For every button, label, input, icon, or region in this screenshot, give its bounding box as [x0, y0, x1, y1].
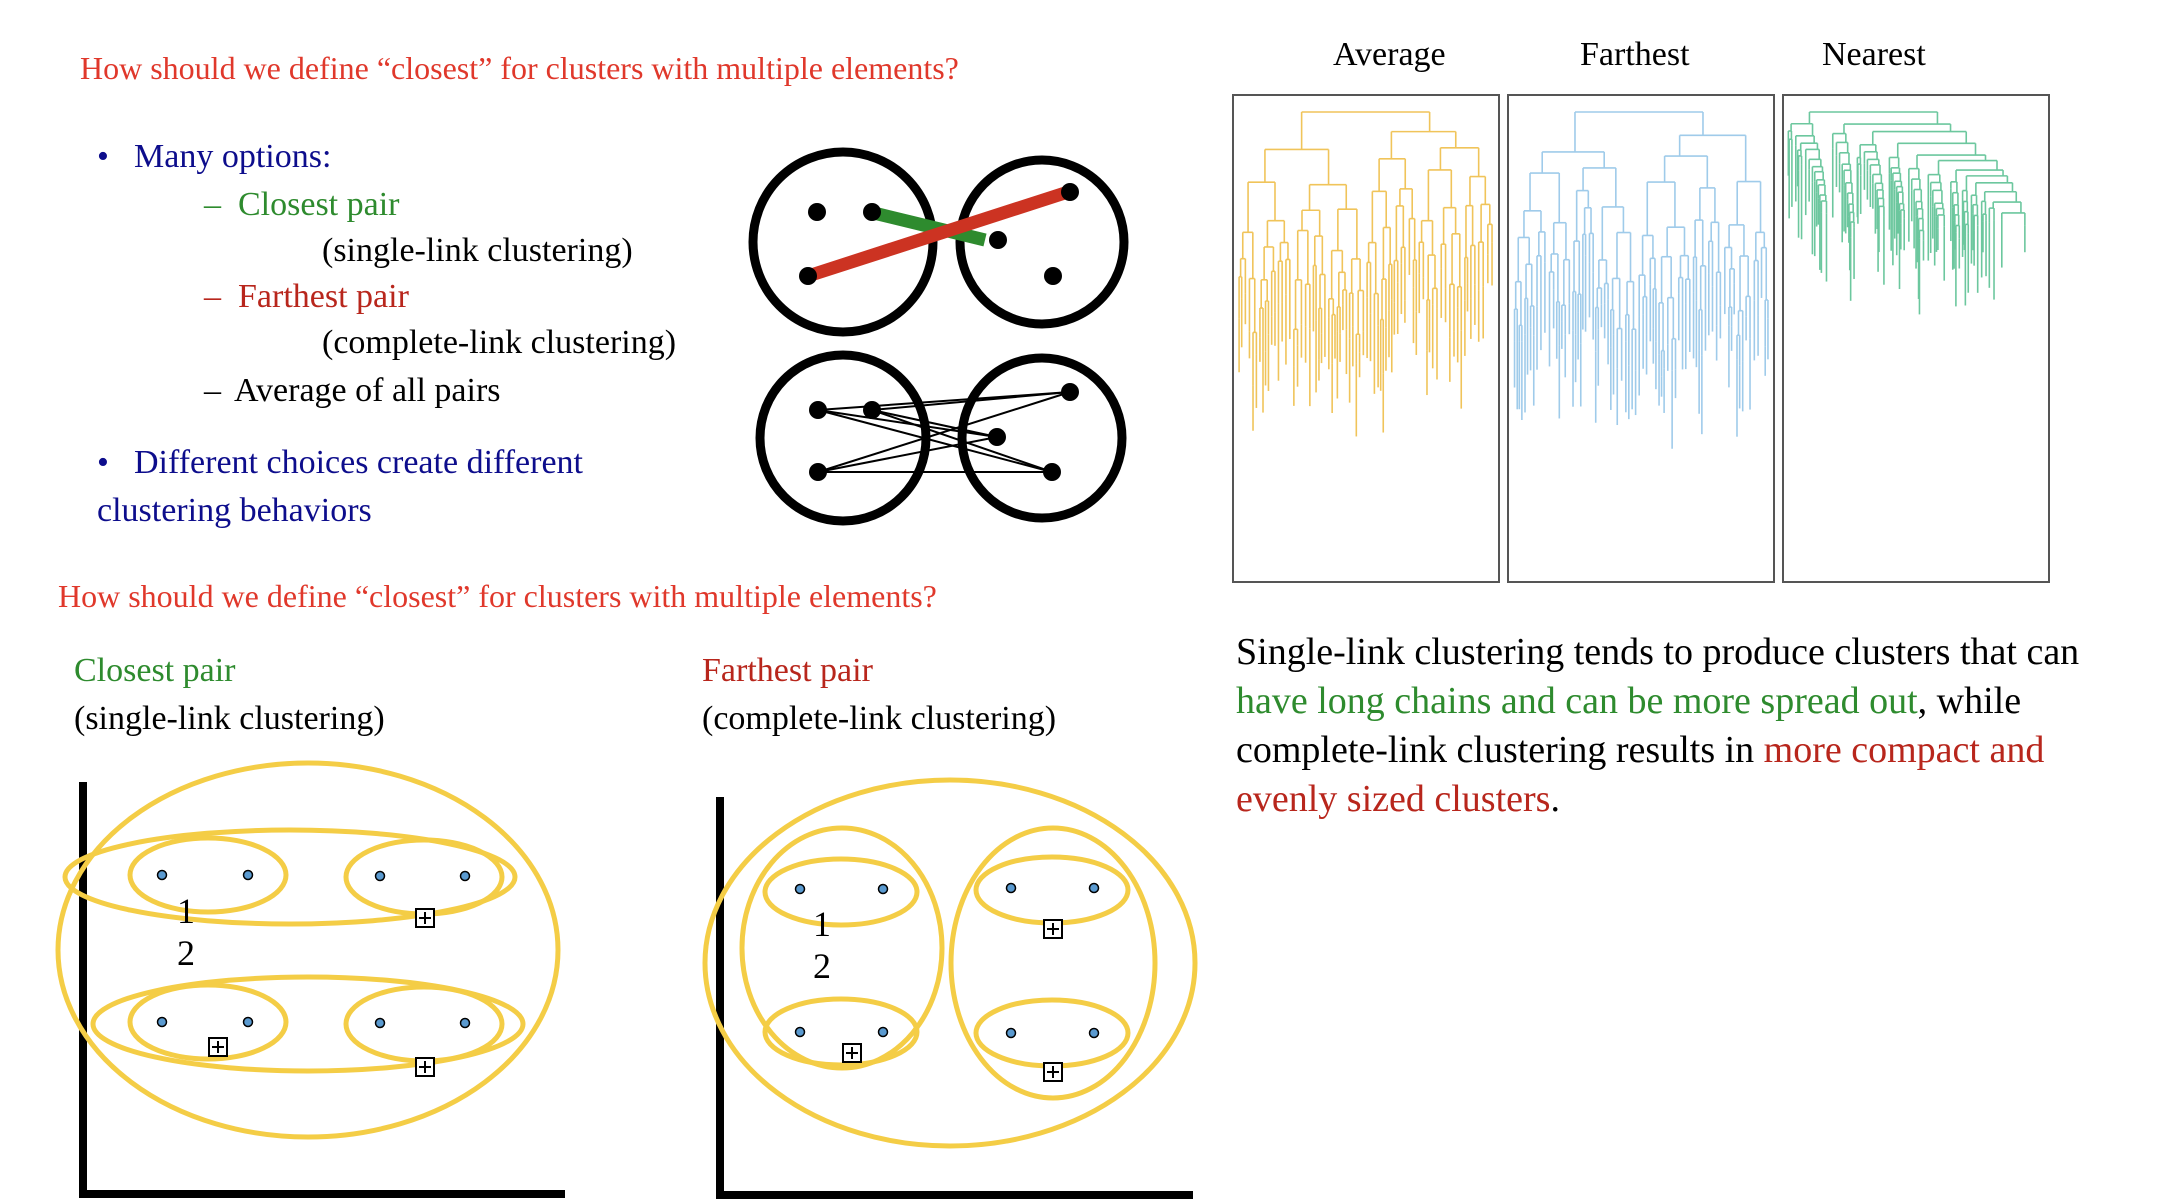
complete-link-line [806, 185, 1070, 283]
option-complete-link: (complete-link clustering) [322, 324, 677, 361]
single-complete-link-diagram [748, 147, 1129, 337]
summary-part3: , while complete-link clustering results… [1236, 680, 2022, 771]
point [1061, 383, 1079, 401]
merge-order-2: 2 [813, 946, 831, 986]
centroid-marker [842, 1043, 862, 1063]
merge-order-1: 1 [177, 891, 195, 931]
point [809, 463, 827, 481]
dendrogram-title-average: Average [1333, 36, 1446, 73]
option-dash-closest: – [204, 186, 221, 223]
complete-link-sub: (complete-link clustering) [702, 700, 1057, 737]
single-link-plot: 1 2 [55, 760, 565, 1198]
cluster-circle-right [955, 155, 1129, 329]
point [988, 428, 1006, 446]
centroid-marker [208, 1037, 228, 1057]
point [1061, 183, 1079, 201]
centroid-marker [1043, 919, 1063, 939]
single-link-line [872, 206, 987, 247]
option-average-pairs: Average of all pairs [234, 372, 501, 409]
centroid-marker [415, 908, 435, 928]
dendrogram-nearest [1787, 111, 2026, 315]
option-single-link: (single-link clustering) [322, 232, 633, 269]
dendrogram-farthest [1513, 111, 1769, 449]
dendrogram-title-farthest: Farthest [1580, 36, 1690, 73]
different-choices-line1: Different choices create different [134, 444, 583, 481]
summary-part1: Single-link clustering tends to produce … [1236, 631, 2080, 673]
bullet-dot-2: • [97, 444, 109, 481]
summary-long-chains: have long chains and can be more spread … [1236, 680, 1918, 722]
option-farthest-pair: Farthest pair [238, 278, 409, 315]
single-closest-pair-label: Closest pair [74, 652, 236, 689]
option-closest-pair: Closest pair [238, 186, 400, 223]
top-question: How should we define “closest” for clust… [80, 50, 959, 86]
many-options-label: Many options: [134, 138, 332, 175]
point [989, 231, 1007, 249]
point [809, 401, 827, 419]
dendrogram-box-nearest [1782, 94, 2050, 583]
summary-part5: . [1550, 778, 1560, 820]
bullet-dot: • [97, 138, 109, 175]
point [863, 203, 881, 221]
point [799, 267, 817, 285]
summary-paragraph: Single-link clustering tends to produce … [1236, 628, 2116, 824]
centroid-marker [1043, 1062, 1063, 1082]
point [1044, 267, 1062, 285]
dendrogram-average [1238, 111, 1493, 437]
merge-order-2: 2 [177, 933, 195, 973]
centroid-marker [415, 1057, 435, 1077]
single-link-sub: (single-link clustering) [74, 700, 385, 737]
point [808, 203, 826, 221]
dendrogram-box-average [1232, 94, 1500, 583]
complete-link-plot: 1 2 [702, 777, 1198, 1199]
cluster-circle-right [957, 353, 1127, 523]
point [863, 401, 881, 419]
bottom-question: How should we define “closest” for clust… [58, 578, 937, 614]
merge-order-1: 1 [813, 904, 831, 944]
option-dash-average: – [204, 372, 221, 409]
summary-compact: more compact and evenly sized clusters [1236, 729, 2045, 820]
point [1043, 463, 1061, 481]
option-dash-farthest: – [204, 278, 221, 315]
dendrogram-box-farthest [1507, 94, 1775, 583]
complete-farthest-pair-label: Farthest pair [702, 652, 873, 689]
average-link-diagram [755, 350, 1127, 526]
different-choices-line2: clustering behaviors [97, 492, 372, 529]
dendrogram-title-nearest: Nearest [1822, 36, 1926, 73]
